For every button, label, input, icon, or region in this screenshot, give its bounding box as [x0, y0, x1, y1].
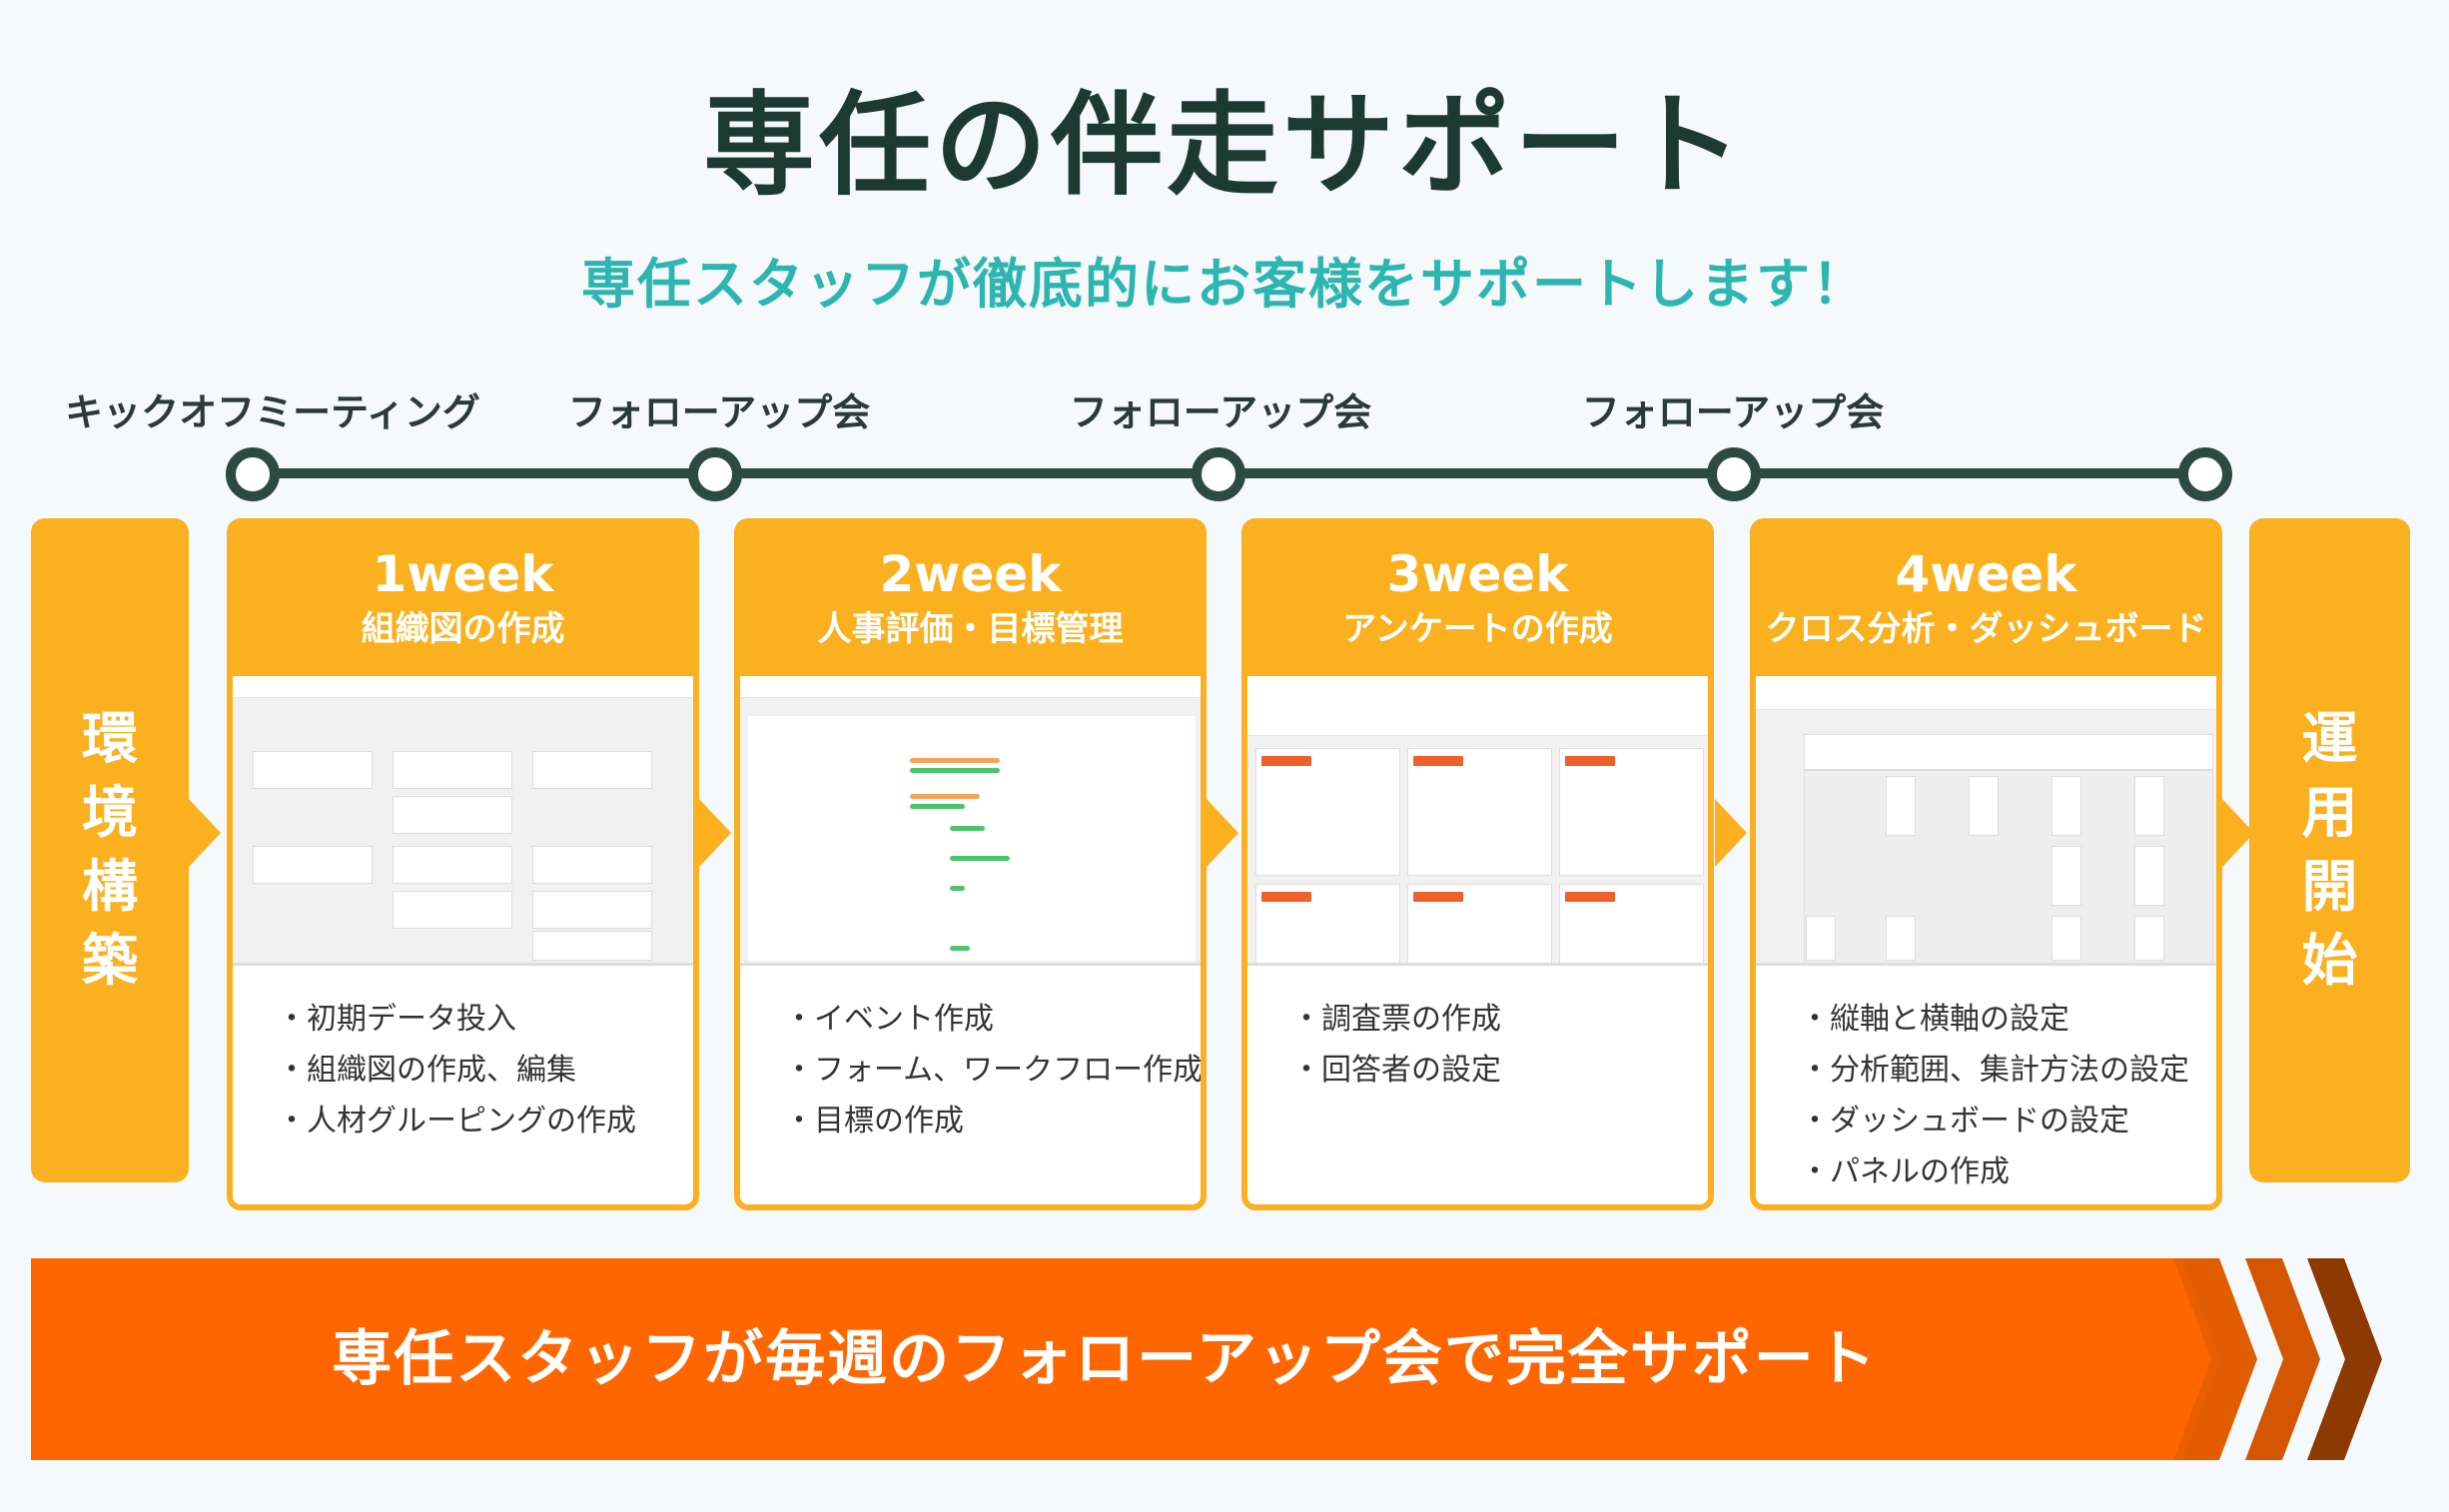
cross-analysis-screenshot [1756, 676, 2216, 966]
list-item: ・目標の作成 [784, 1104, 964, 1138]
org-chart-screenshot [233, 676, 693, 966]
arrow-right-icon [189, 799, 221, 867]
banner-text: 専任スタッフが毎週のフォローアップ会で完全サポート [332, 1324, 1878, 1394]
week3-card: 3week アンケートの作成 ・調査票の作成 ・回答者の設定 [1241, 518, 1714, 1210]
arrow-right-icon [2222, 799, 2254, 867]
box-char: 築 [82, 928, 138, 994]
survey-templates-screenshot [1247, 676, 1708, 966]
goal-management-screenshot [740, 676, 1201, 966]
box-char: 開 [2301, 854, 2358, 920]
week4-card: 4week クロス分析・ダッシュボード ・縦軸と横軸の設定 ・分析範囲、集計方法の… [1750, 518, 2222, 1210]
banner-arrow-body [31, 1258, 2221, 1460]
timeline-dot [226, 447, 280, 501]
week-label: 3week [1386, 545, 1569, 603]
timeline-label-followup-1: フォローアップ会 [567, 390, 871, 434]
environment-setup-box: 環 境 構 築 [31, 518, 189, 1182]
timeline-dot [1192, 447, 1245, 501]
card-title: 組織図の作成 [361, 609, 565, 649]
timeline-dot [2178, 447, 2232, 501]
list-item: ・パネルの作成 [1800, 1154, 2010, 1189]
list-item: ・ダッシュボードの設定 [1800, 1104, 2129, 1138]
timeline-dot [688, 447, 742, 501]
list-item: ・回答者の設定 [1291, 1053, 1501, 1088]
list-item: ・人材グルーピングの作成 [277, 1104, 636, 1138]
operation-start-box: 運 用 開 始 [2249, 518, 2410, 1182]
timeline-label-followup-3: フォローアップ会 [1581, 390, 1885, 434]
box-char: 境 [82, 780, 138, 846]
list-item: ・フォーム、ワークフロー作成 [784, 1053, 1204, 1088]
week-label: 1week [372, 545, 554, 603]
week1-card: 1week 組織図の作成 ・初期データ投入 ・組織図の作成、編集 ・人材グルーピン… [227, 518, 699, 1210]
list-item: ・組織図の作成、編集 [277, 1053, 576, 1088]
arrow-right-icon [699, 799, 731, 867]
week2-card: 2week 人事評価・目標管理 ・イベント作成 ・フォーム、ワークフロー作成 ・目… [734, 518, 1207, 1210]
box-char: 用 [2301, 780, 2358, 846]
card-title: アンケートの作成 [1342, 609, 1613, 649]
list-item: ・調査票の作成 [1291, 1002, 1501, 1037]
page-subtitle: 専任スタッフが徹底的にお客様をサポートします！ [581, 253, 1868, 316]
box-char: 始 [2301, 928, 2358, 994]
chevrons-icon [2182, 1258, 2382, 1460]
timeline-dot [1707, 447, 1761, 501]
list-item: ・イベント作成 [784, 1002, 994, 1037]
arrow-right-icon [1715, 799, 1747, 867]
timeline-label-kickoff: キックオフミーティング [65, 390, 480, 434]
box-char: 運 [2301, 706, 2358, 772]
card-title: クロス分析・ダッシュボード [1765, 609, 2207, 649]
week-label: 4week [1895, 545, 2077, 603]
box-char: 構 [82, 854, 138, 920]
week-label: 2week [879, 545, 1062, 603]
list-item: ・縦軸と横軸の設定 [1800, 1002, 2069, 1037]
arrow-right-icon [1207, 799, 1238, 867]
timeline-label-followup-2: フォローアップ会 [1069, 390, 1372, 434]
page-title: 専任の伴走サポート [703, 81, 1746, 211]
box-char: 環 [82, 706, 138, 772]
card-title: 人事評価・目標管理 [817, 609, 1124, 649]
list-item: ・初期データ投入 [277, 1002, 516, 1037]
list-item: ・分析範囲、集計方法の設定 [1800, 1053, 2189, 1088]
